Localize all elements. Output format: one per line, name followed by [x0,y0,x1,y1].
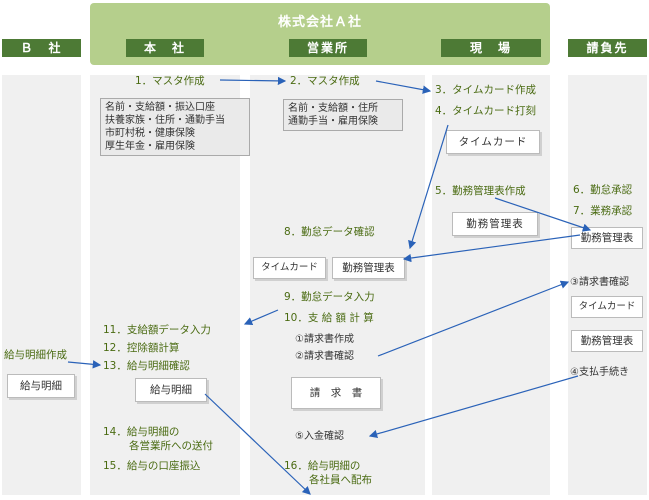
sub-4: ④支払手続き [570,367,629,378]
arrow-b-to-13 [67,360,102,369]
honsha-header: 本 社 [126,39,204,57]
arrow-9-to-11 [243,309,279,326]
genba-header: 現 場 [441,39,541,57]
step-5: 5．勤務管理表作成 [435,185,526,197]
company-a-title: 株式会社Ａ社 [277,15,362,30]
master-eigyo-box: 名前・支給額・住所 通勤手当・雇用保険 [283,99,403,131]
eigyosho-header: 営業所 [289,39,367,57]
step-15: 15．給与の口座振込 [103,460,201,472]
master-eigyo-line: 通勤手当・雇用保険 [288,116,378,127]
step-14a: 14．給与明細の [103,426,180,438]
step-8: 8．勤怠データ確認 [284,226,375,238]
master-honsha-line: 厚生年金・雇用保険 [105,141,195,152]
step-10: 10．支 給 額 計 算 [284,312,374,324]
kinmu-genba: 勤務管理表 [452,212,538,236]
master-honsha-line: 扶養家族・住所・通勤手当 [105,115,225,126]
arrow-7-to-8 [402,234,581,263]
kinmu-eigyo: 勤務管理表 [332,257,405,279]
b-company-column [2,75,81,495]
step-16a: 16．給与明細の [284,460,361,472]
master-honsha-line: 市町村税・健康保険 [105,128,195,139]
kinmu-seifu: 勤務管理表 [571,227,643,249]
step-16b: 各社員へ配布 [309,474,372,486]
invoice-box: 請 求 書 [291,377,381,409]
step-2: 2．マスタ作成 [290,75,360,87]
payslip-honsha: 給与明細 [135,378,207,402]
timecard-seifu: タイムカード [571,296,643,318]
arrow-4c-to-5c [368,375,579,439]
step-14b: 各営業所への送付 [129,440,213,452]
master-honsha-box: 名前・支給額・振込口座 扶養家族・住所・通勤手当 市町村税・健康保険 厚生年金・… [100,98,250,156]
master-honsha-line: 名前・支給額・振込口座 [105,102,215,113]
step-6: 6．勤怠承認 [573,184,633,196]
seifusaki-header: 請負先 [568,39,647,57]
step-7: 7．業務承認 [573,205,633,217]
seifusaki-column [568,75,647,495]
sub-3: ③請求書確認 [570,277,629,288]
arrow-2-to-3c [377,280,570,357]
payslip-create-label: 給与明細作成 [4,349,67,361]
arrow-1-to-2 [219,76,287,86]
sub-2: ②請求書確認 [295,351,354,362]
kinmu-seifu-2: 勤務管理表 [571,330,643,352]
eigyosho-column [250,75,425,495]
timecard-genba: タイムカード [446,130,540,154]
step-1: 1．マスタ作成 [135,75,205,87]
sub-5: ⑤入金確認 [295,431,344,442]
step-12: 12．控除額計算 [103,342,180,354]
sub-1: ①請求書作成 [295,334,354,345]
b-company-header: Ｂ 社 [2,39,81,57]
step-3: 3．タイムカード作成 [435,84,536,96]
step-9: 9．勤怠データ入力 [284,291,375,303]
timecard-eigyo: タイムカード [253,257,326,279]
payslip-b: 給与明細 [7,374,75,398]
arrow-4-to-8 [408,124,449,250]
master-eigyo-line: 名前・支給額・住所 [288,103,378,114]
arrow-5-to-7 [494,197,592,232]
arrow-payslip-to-16 [204,393,311,495]
step-11: 11．支給額データ入力 [103,324,211,336]
step-13: 13．給与明細確認 [103,360,190,372]
arrow-2-to-3 [375,80,432,94]
step-4: 4．タイムカード打刻 [435,105,536,117]
